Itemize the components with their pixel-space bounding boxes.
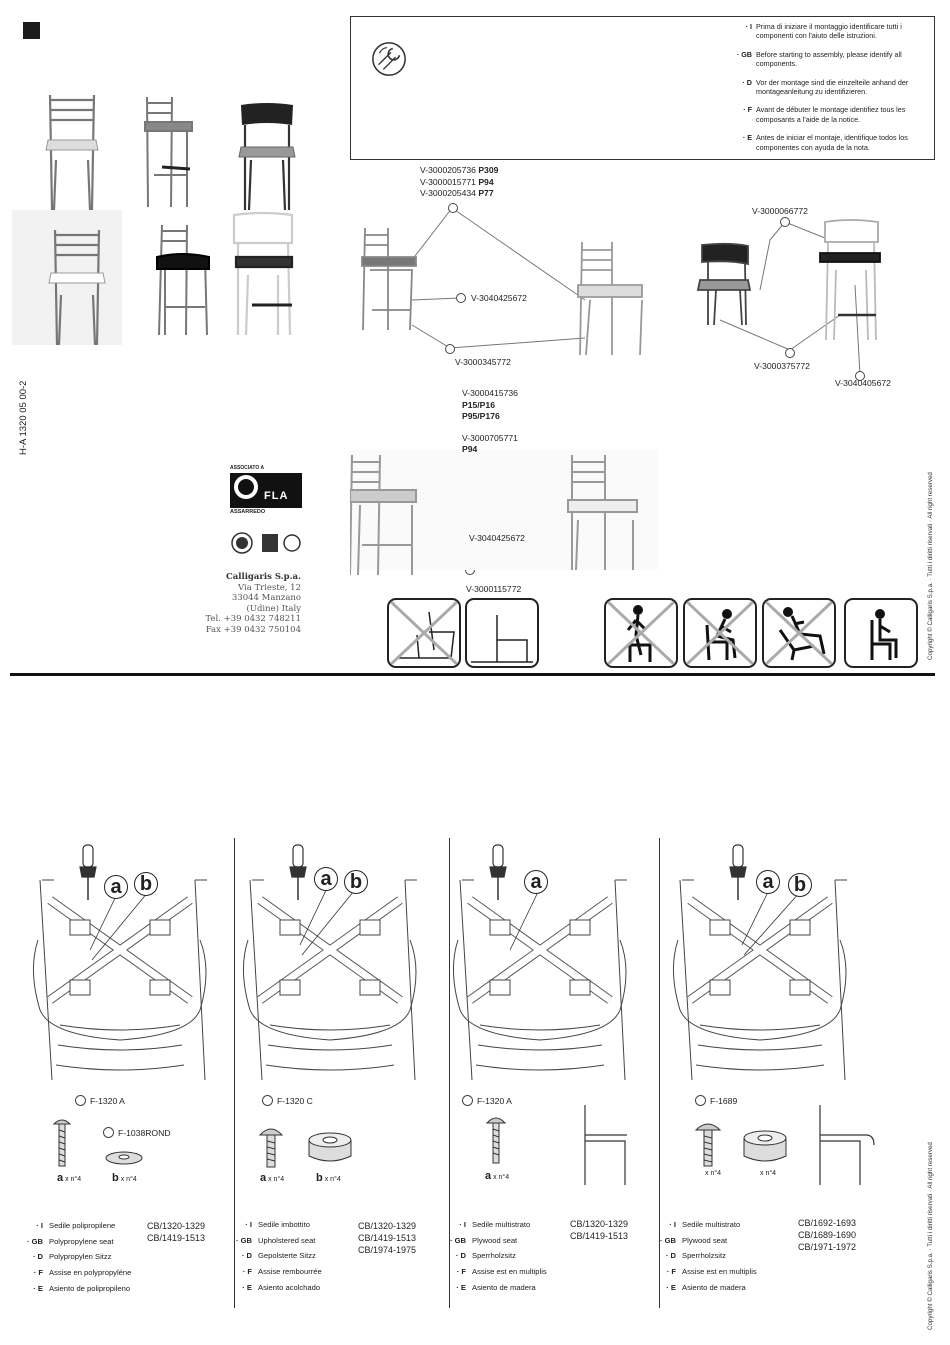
picto-no-standing <box>604 598 678 668</box>
photo-chair-3 <box>48 228 106 345</box>
codes-group3: V-3000415736 P15/P16 P95/P176 V-30007057… <box>462 388 518 454</box>
code-group2-bottom: V-3000375772 <box>754 361 810 371</box>
diagram-chair-1 <box>577 241 643 356</box>
corner-marker <box>23 22 40 39</box>
picto-no-leaning <box>683 598 757 668</box>
photo-stool-2 <box>156 224 210 336</box>
panel4-part-code: F-1689 <box>695 1095 737 1106</box>
panel2-screw-icon <box>258 1128 284 1168</box>
panel-divider-2 <box>449 838 450 1308</box>
company-name: Calligaris S.p.a. <box>225 572 301 582</box>
document-code: H-A 1320 05 00-2 <box>18 380 29 455</box>
code-group2-right: V-3040405672 <box>835 378 891 388</box>
diagram-stool-3 <box>350 454 417 576</box>
assembly-drawings <box>30 844 890 1085</box>
panel3-screw-icon <box>485 1117 507 1164</box>
photo-chair-1 <box>45 93 99 212</box>
panel1-washer-icon <box>105 1151 143 1165</box>
panel4-qty-a: x n°4 <box>705 1170 722 1177</box>
panel4-qty-b: x n°4 <box>760 1170 777 1177</box>
panel2-qty-a: a x n°4 <box>260 1172 285 1184</box>
panel2-qty-b: b x n°4 <box>316 1172 341 1184</box>
company-block: Calligaris S.p.a. Via Trieste, 12 33044 … <box>205 572 301 635</box>
panel3-seat-profile <box>584 1105 627 1185</box>
code-diagram <box>350 203 881 576</box>
callout-a-panel1: a <box>104 875 128 899</box>
panel1-qty-a: a x n°4 <box>57 1172 82 1184</box>
picto-no-rocking <box>762 598 836 668</box>
callout-a-panel3: a <box>524 870 548 894</box>
panel1-qty-b: b x n°4 <box>112 1172 137 1184</box>
panel3-part-code: F-1320 A <box>462 1095 512 1106</box>
panel3-qty-a: a x n°4 <box>485 1170 510 1182</box>
diagram-chair-3 <box>567 455 638 571</box>
picto-no-tilting-chair <box>387 598 461 668</box>
tools-icon <box>372 42 406 76</box>
code-group3-mid: V-3040425672 <box>469 533 525 543</box>
callout-b-panel4: b <box>788 873 812 897</box>
product-photos <box>12 93 296 345</box>
panel4-screw-icon <box>694 1123 722 1167</box>
callout-a-panel4: a <box>756 870 780 894</box>
copyright-bottom: Copyright © Calligaris S.p.a. · Tutti i … <box>927 1142 934 1330</box>
code-group1-bottom: V-3000345772 <box>455 357 511 367</box>
panel4-spacer-icon <box>743 1130 787 1162</box>
panel1-part-code-2: F-1038ROND <box>103 1127 171 1138</box>
section-divider <box>10 673 935 676</box>
panel1-part-code: F-1320 A <box>75 1095 125 1106</box>
certification-icons <box>231 532 301 554</box>
code-group1-mid: V-3040425672 <box>471 293 527 303</box>
picto-chair-level <box>465 598 539 668</box>
code-group2-top: V-3000066772 <box>752 206 808 216</box>
code-group3-bottom: V-3000115772 <box>466 584 522 594</box>
panel-divider-3 <box>659 838 660 1308</box>
diagram-stool-2 <box>819 219 881 341</box>
callout-b-panel2: b <box>344 870 368 894</box>
fla-logo: ASSOCIATO A FLA ASSARREDO <box>230 465 302 520</box>
panel2-part-code: F-1320 C <box>262 1095 313 1106</box>
diagram-stool-1 <box>361 227 417 331</box>
picto-correct-sitting <box>844 598 918 668</box>
panel4-seat-profile <box>819 1105 875 1185</box>
photo-stool-1 <box>144 96 193 208</box>
codes-group1-top: V-3000205736 P309 V-3000015771 P94 V-300… <box>420 165 499 198</box>
callout-b-panel1: b <box>134 872 158 896</box>
photo-stool-3 <box>232 211 294 336</box>
instructions-box <box>350 16 935 160</box>
panel1-screw-icon <box>52 1119 72 1167</box>
panel2-spacer-icon <box>308 1132 352 1162</box>
panel-divider-1 <box>234 838 235 1308</box>
callout-a-panel2: a <box>314 867 338 891</box>
photo-chair-2 <box>238 103 296 211</box>
diagram-chair-2 <box>696 242 752 326</box>
